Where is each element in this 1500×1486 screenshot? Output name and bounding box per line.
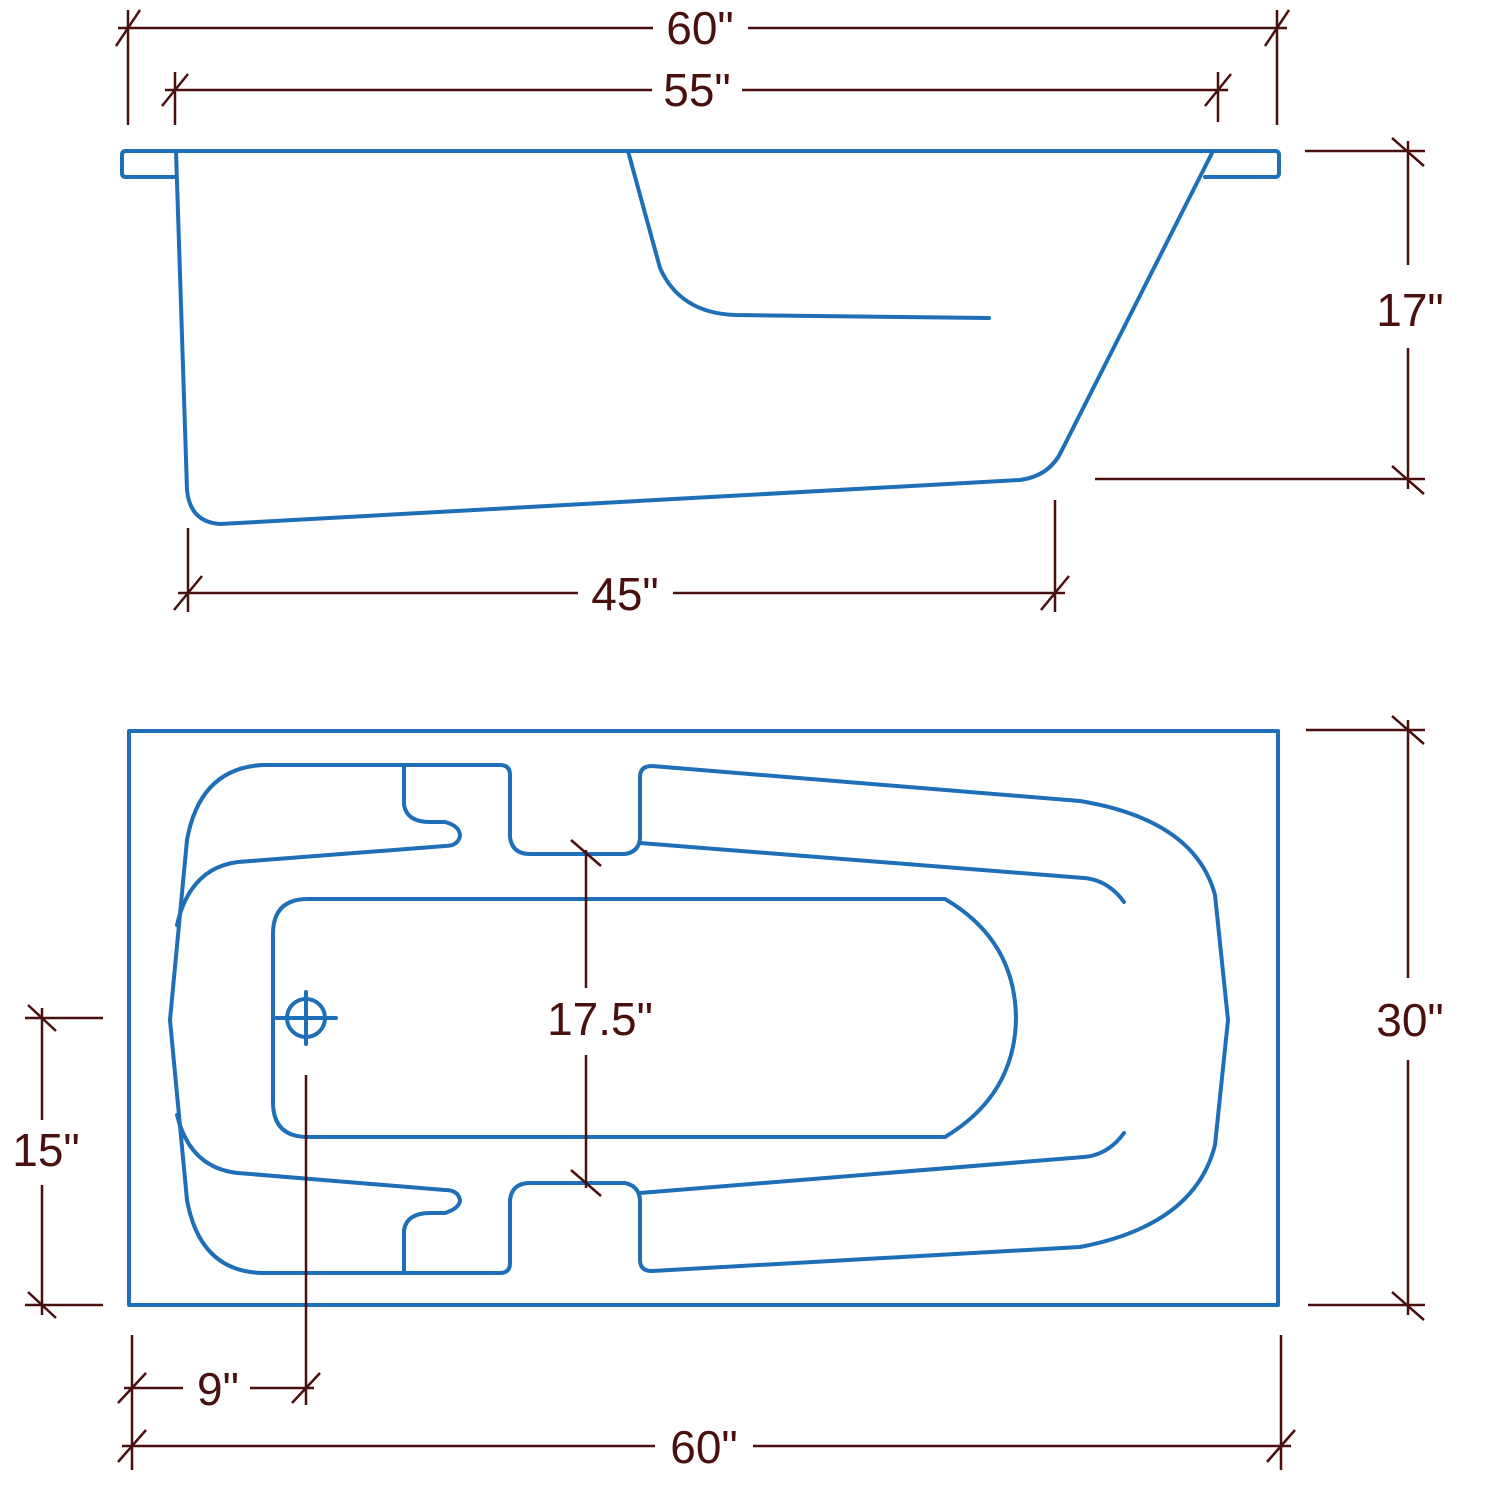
top-view-inner-right-contour-lower — [638, 1131, 1126, 1195]
tick-mark — [1391, 465, 1425, 495]
tick-mark — [570, 839, 602, 867]
top-inner-width-label: 17.5" — [547, 993, 653, 1045]
tick-mark — [1391, 1291, 1425, 1321]
drain-icon — [274, 990, 338, 1046]
top-drain-from-side-label: 15" — [12, 1124, 80, 1176]
tick-mark — [161, 73, 189, 107]
tick-mark — [117, 1429, 147, 1463]
tick-mark — [570, 1169, 602, 1197]
top-view-lower-left-contour — [168, 1018, 1230, 1275]
tick-mark — [27, 1291, 57, 1319]
top-view-inner-right-contour-upper — [638, 841, 1126, 904]
tick-mark — [173, 575, 203, 611]
top-view-seat-notch-lower — [175, 1113, 462, 1275]
top-view-seat-notch-upper — [175, 763, 462, 927]
side-view-rim — [120, 149, 1281, 179]
top-view-upper-left-contour — [168, 763, 1230, 1022]
side-rim-length-label: 55" — [663, 64, 731, 116]
tick-mark — [1040, 575, 1070, 611]
side-view: 60" 55" 45" — [114, 2, 1444, 620]
tick-mark — [1391, 715, 1425, 745]
top-length-label: 60" — [670, 1421, 738, 1473]
side-view-interior-slope — [626, 149, 991, 320]
dim-top-length: 60" — [117, 1335, 1296, 1473]
tick-mark — [1391, 137, 1425, 167]
tick-mark — [114, 9, 142, 47]
dim-side-overall-length: 60" — [114, 2, 1291, 125]
tick-mark — [1266, 1429, 1296, 1463]
top-drain-from-end-label: 9" — [197, 1363, 239, 1415]
top-view-basin-floor — [271, 897, 1018, 1139]
dim-top-drain-from-side: 15" — [12, 1004, 103, 1319]
dim-top-inner-width: 17.5" — [547, 839, 653, 1197]
dim-top-drain-from-end: 9" — [117, 1075, 321, 1470]
tick-mark — [117, 1372, 147, 1404]
tick-mark — [1263, 9, 1291, 47]
tick-mark — [291, 1372, 321, 1404]
top-view: 17.5" 30" 15" — [12, 715, 1444, 1473]
top-width-label: 30" — [1376, 994, 1444, 1046]
dim-side-rim-length: 55" — [161, 64, 1232, 125]
dim-side-bottom-length: 45" — [173, 500, 1070, 620]
top-view-deck — [127, 729, 1280, 1307]
side-view-tub-body — [174, 149, 1215, 526]
tick-mark — [1204, 73, 1232, 107]
side-overall-length-label: 60" — [666, 2, 734, 54]
dim-top-width: 30" — [1306, 715, 1444, 1321]
side-bottom-length-label: 45" — [591, 568, 659, 620]
side-height-label: 17" — [1376, 284, 1444, 336]
tick-mark — [27, 1004, 57, 1032]
dim-side-height: 17" — [1095, 137, 1444, 495]
